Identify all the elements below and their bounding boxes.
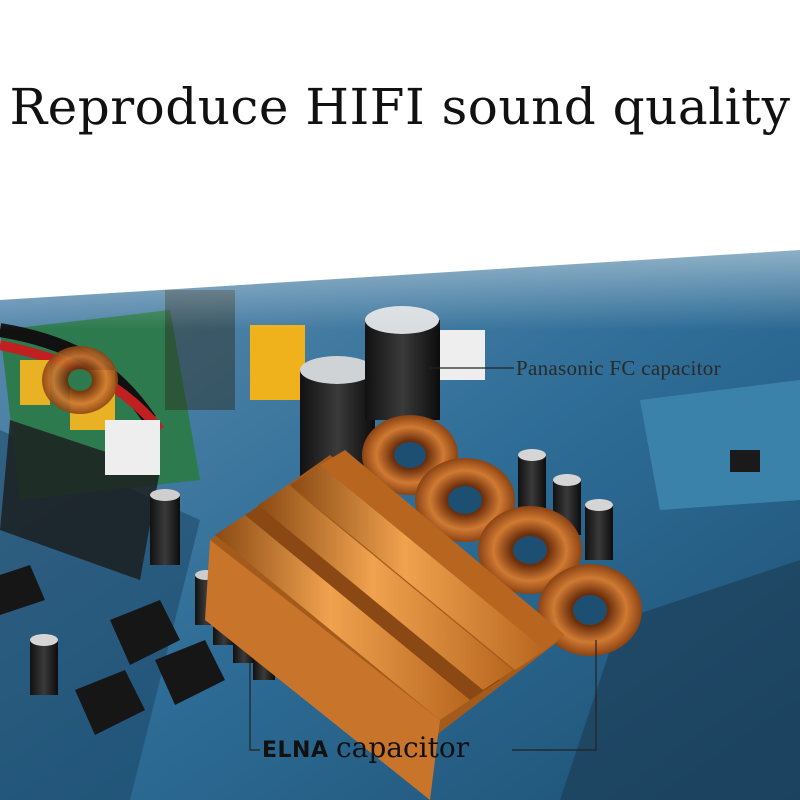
small-capacitors: [30, 449, 613, 695]
callout-lines: [249, 367, 597, 751]
toroid-inductors: [42, 346, 642, 656]
capacitor-word: capacitor: [336, 731, 470, 764]
elna-brand-text: ELNA: [262, 738, 329, 763]
elna-capacitor-label: ELNA capacitor: [262, 731, 469, 765]
op-amp-chips: [0, 565, 225, 735]
heatsink: [205, 450, 565, 800]
panasonic-capacitor-label: Panasonic FC capacitor: [516, 356, 721, 380]
headline: Reproduce HIFI sound quality: [9, 78, 791, 136]
